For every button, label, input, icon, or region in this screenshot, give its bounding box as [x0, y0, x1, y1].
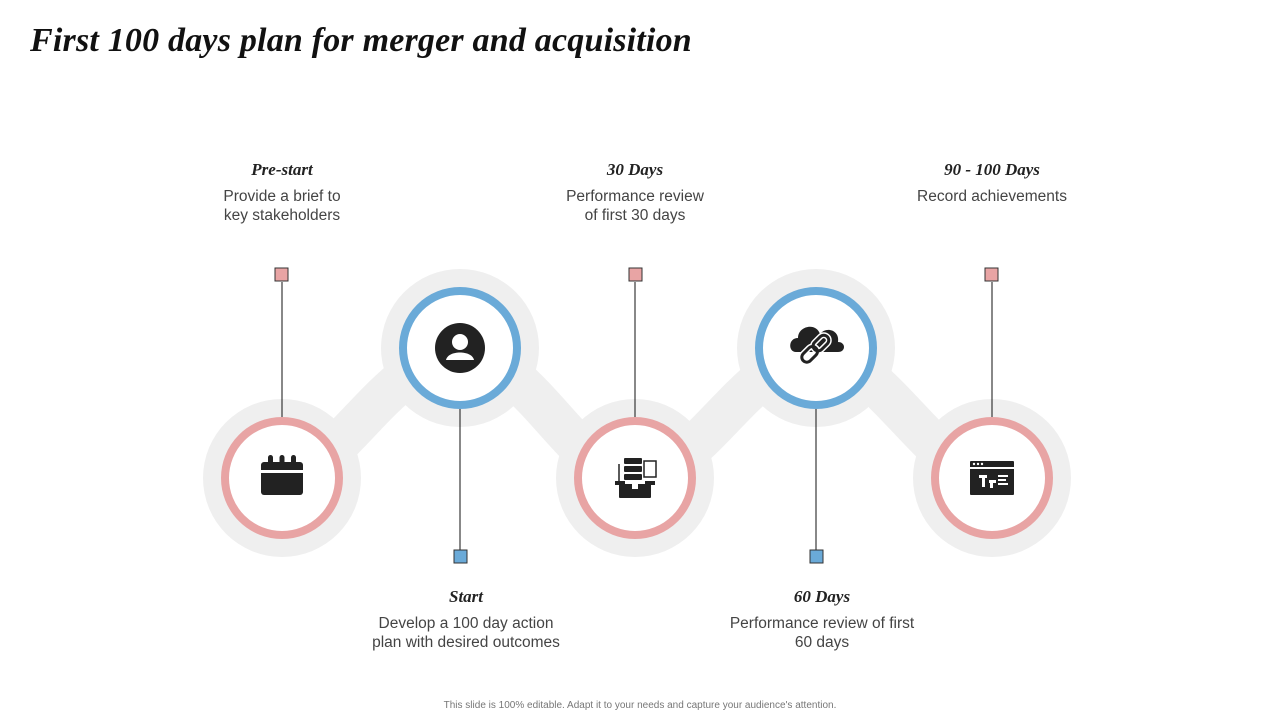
- stage-heading: 60 Days: [793, 587, 851, 606]
- stage-description: Develop a 100 day action plan with desir…: [372, 615, 560, 651]
- stage-90-100days: 90 - 100 Days Record achievements: [872, 160, 1112, 206]
- stage-heading: Start: [448, 587, 484, 606]
- connector-lines: [281, 282, 993, 550]
- marker-prestart: [274, 267, 289, 282]
- slide-title: First 100 days plan for merger and acqui…: [30, 22, 692, 59]
- stage-start: Start Develop a 100 day action plan with…: [346, 587, 586, 652]
- stage-description: Performance review of first 60 days: [729, 615, 915, 651]
- footer-note: This slide is 100% editable. Adapt it to…: [443, 700, 837, 711]
- server-box-icon: [615, 458, 657, 498]
- stage-description: Performance review of first 30 days: [566, 188, 704, 224]
- marker-60days: [809, 549, 824, 564]
- stage-60days: 60 Days Performance review of first 60 d…: [702, 587, 942, 652]
- calendar-icon: [261, 455, 303, 495]
- marker-30days: [628, 267, 643, 282]
- stage-description: Record achievements: [917, 188, 1067, 205]
- stage-heading: 90 - 100 Days: [944, 160, 1040, 179]
- stage-30days: 30 Days Performance review of first 30 d…: [515, 160, 755, 225]
- marker-90days: [984, 267, 999, 282]
- cloud-link-icon: [790, 326, 844, 366]
- stage-prestart: Pre-start Provide a brief to key stakeho…: [162, 160, 402, 225]
- user-icon: [435, 323, 485, 373]
- browser-code-icon: [970, 461, 1014, 495]
- markers: [274, 267, 999, 564]
- stage-description: Provide a brief to key stakeholders: [223, 188, 341, 224]
- marker-start: [453, 549, 468, 564]
- stage-heading: 30 Days: [606, 160, 664, 179]
- stage-heading: Pre-start: [251, 160, 313, 179]
